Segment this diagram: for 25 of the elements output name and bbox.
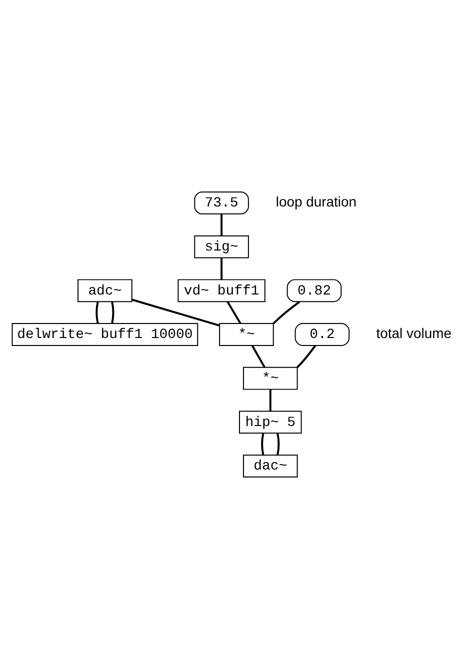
node-box: delwrite~ buff1 10000 bbox=[12, 322, 198, 346]
connector bbox=[261, 432, 264, 455]
connector bbox=[269, 388, 272, 411]
node-label: loop duration bbox=[276, 193, 357, 210]
connector bbox=[251, 344, 266, 368]
node-box: 0.82 bbox=[286, 278, 342, 302]
connector bbox=[111, 301, 114, 324]
node-box: hip~ 5 bbox=[238, 410, 302, 434]
node-box: 0.2 bbox=[294, 322, 350, 346]
node-box: *~ bbox=[219, 322, 274, 346]
node-box: dac~ bbox=[242, 454, 298, 478]
node-label: total volume bbox=[376, 324, 452, 341]
connector bbox=[276, 432, 280, 455]
connector bbox=[96, 301, 99, 324]
node-box: adc~ bbox=[78, 278, 132, 302]
connector bbox=[220, 257, 223, 280]
connector bbox=[226, 300, 242, 324]
connector bbox=[296, 344, 316, 368]
connector bbox=[132, 298, 220, 326]
connector bbox=[272, 300, 300, 324]
node-box: 73.5 bbox=[194, 190, 249, 214]
node-box: sig~ bbox=[194, 234, 249, 258]
connector bbox=[220, 214, 223, 236]
node-box: *~ bbox=[242, 366, 298, 390]
node-box: vd~ buff1 bbox=[178, 278, 266, 302]
